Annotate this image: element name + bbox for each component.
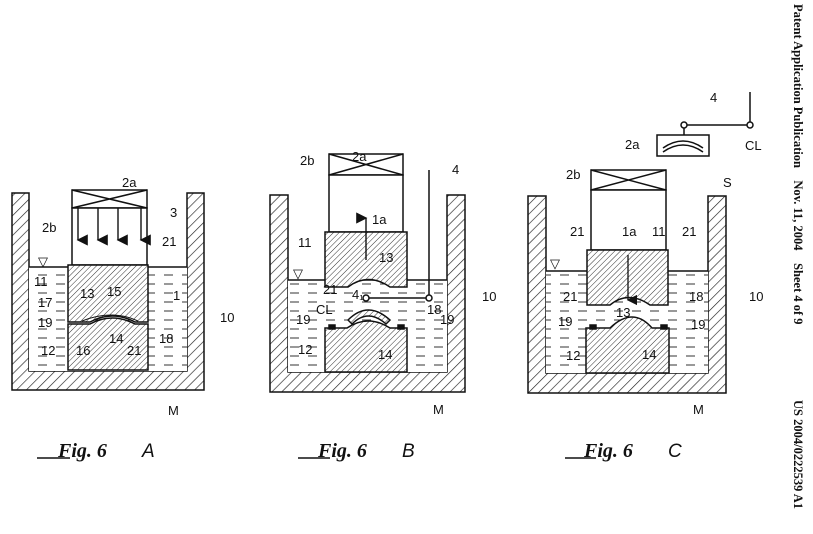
reference-label: 1a <box>622 224 637 239</box>
reference-label: 19 <box>38 315 52 330</box>
caption-6c: Fig. 6 C <box>565 440 682 462</box>
reference-label: 2a <box>625 137 640 152</box>
reference-label: 12 <box>566 348 580 363</box>
reference-label: 19 <box>558 314 572 329</box>
reference-label: 10 <box>482 289 496 304</box>
caption-6b: Fig. 6 B <box>298 440 415 462</box>
caption-prefix: Fig. 6 <box>317 440 367 462</box>
reference-label: 21 <box>570 224 584 239</box>
reference-label: 19 <box>440 312 454 327</box>
reference-label: 1a <box>372 212 387 227</box>
reference-label: 14 <box>378 347 392 362</box>
reference-label: ▽ <box>293 266 303 281</box>
reference-label: ▽ <box>550 256 560 271</box>
reference-label: 4₁ <box>352 287 364 302</box>
reference-label: 2b <box>566 167 580 182</box>
reference-label: S <box>723 175 732 190</box>
reference-label: 14 <box>109 331 123 346</box>
reference-label: 21 <box>162 234 176 249</box>
reference-label: CL <box>745 138 762 153</box>
reference-label: 16 <box>76 343 90 358</box>
caption-6a: Fig. 6 A <box>37 440 155 462</box>
reference-label: CL <box>316 302 333 317</box>
caption-letter: A <box>141 441 155 462</box>
reference-label: 12 <box>298 342 312 357</box>
reference-label: 21 <box>127 343 141 358</box>
reference-label: 14 <box>642 347 656 362</box>
reference-label: 11 <box>652 224 666 239</box>
reference-label: 12 <box>41 343 55 358</box>
reference-label: 19 <box>691 317 705 332</box>
caption-letter: C <box>668 441 682 462</box>
reference-label: 1 <box>173 288 180 303</box>
reference-label: ▽ <box>38 254 48 269</box>
reference-label: 17 <box>38 295 52 310</box>
figure-6c <box>528 92 753 393</box>
reference-label: 2a <box>352 149 367 164</box>
caption-letter: B <box>402 441 415 462</box>
caption-prefix: Fig. 6 <box>583 440 633 462</box>
reference-label: 21 <box>323 282 337 297</box>
reference-label: 21 <box>682 224 696 239</box>
press-cylinder-2b <box>72 208 147 265</box>
reference-label: 13 <box>616 305 630 320</box>
press-cylinder-2b <box>591 190 666 250</box>
reference-label: 2b <box>42 220 56 235</box>
reference-label: 11 <box>34 274 48 289</box>
reference-label: 4 <box>452 162 459 177</box>
reference-label: 3 <box>170 205 177 220</box>
reference-label: M <box>168 403 179 418</box>
reference-label: 4 <box>710 90 717 105</box>
caption-prefix: Fig. 6 <box>57 440 107 462</box>
reference-label: 21 <box>563 289 577 304</box>
reference-label: 2a <box>122 175 137 190</box>
reference-label: 18 <box>689 289 703 304</box>
reference-label: 10 <box>220 310 234 325</box>
reference-label: 15 <box>107 284 121 299</box>
reference-label: M <box>693 402 704 417</box>
reference-label: 2b <box>300 153 314 168</box>
reference-label: 10 <box>749 289 763 304</box>
reference-label: M <box>433 402 444 417</box>
reference-label: 13 <box>80 286 94 301</box>
reference-label: 13 <box>379 250 393 265</box>
lower-die-12 <box>325 321 407 372</box>
reference-label: 11 <box>298 235 312 250</box>
reference-label: 19 <box>296 312 310 327</box>
reference-label: 18 <box>159 331 173 346</box>
